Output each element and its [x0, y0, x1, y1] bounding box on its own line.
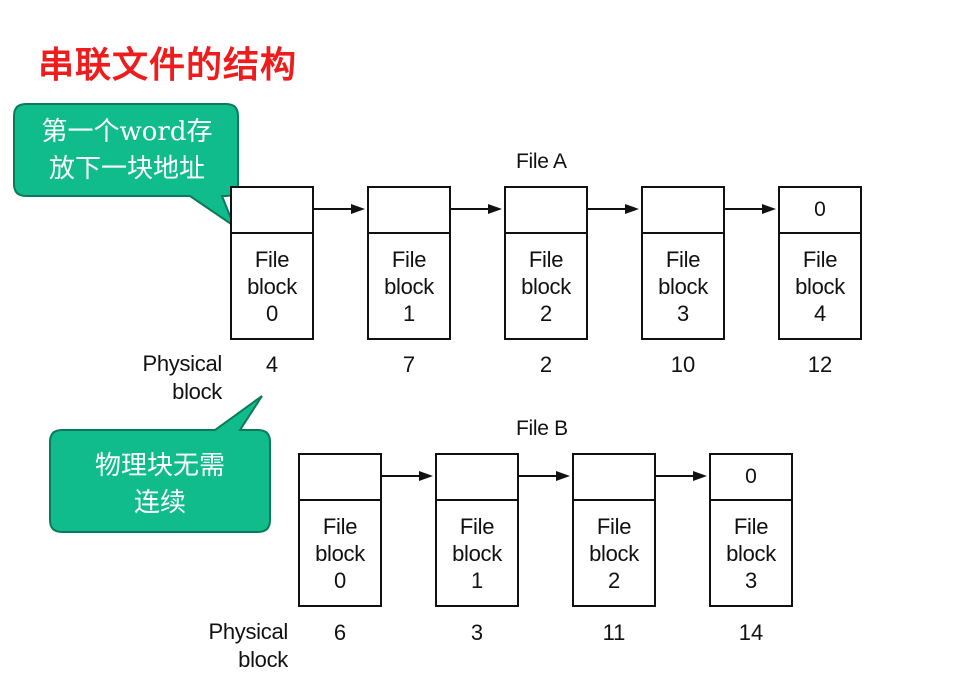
block-label: File block 1: [437, 501, 517, 605]
block-label-index: 1: [403, 300, 415, 326]
block-label-line: File: [322, 513, 358, 539]
block-label-line: block: [384, 273, 434, 299]
block-label-index: 3: [745, 567, 757, 593]
arrowhead-icon: [488, 204, 502, 214]
callout-physical: 物理块无需 连续: [54, 448, 266, 522]
arrowhead-icon: [625, 204, 639, 214]
file-b-physical-2: 11: [602, 620, 626, 645]
file-a-physical-0: 4: [265, 352, 279, 377]
file-a-block-3: File block 3: [641, 186, 725, 340]
block-label-line: block: [589, 540, 639, 566]
file-b-block-3: 0 File block 3: [709, 453, 793, 607]
file-a-physical-2: 2: [539, 352, 553, 377]
pointer-field: [643, 188, 723, 234]
block-label-line: File: [459, 513, 495, 539]
block-label-index: 1: [471, 567, 483, 593]
arrowhead-icon: [693, 471, 707, 481]
file-a-physical-label-line-2: block: [172, 379, 222, 404]
file-a-physical-label: Physical block: [118, 350, 222, 406]
block-label-line: File: [733, 513, 769, 539]
arrowhead-icon: [351, 204, 365, 214]
file-b-block-0: File block 0: [298, 453, 382, 607]
file-b-physical-1: 3: [470, 620, 484, 645]
block-label-line: block: [726, 540, 776, 566]
pointer-field: [506, 188, 586, 234]
file-a-block-2: File block 2: [504, 186, 588, 340]
file-b-physical-label: Physical block: [184, 618, 288, 674]
file-b-block-2: File block 2: [572, 453, 656, 607]
callout-first-word: 第一个word存 放下一块地址: [22, 114, 232, 188]
pointer-field: [574, 455, 654, 501]
pointer-field: [437, 455, 517, 501]
block-label: File block 0: [300, 501, 380, 605]
pointer-field: [369, 188, 449, 234]
arrowhead-icon: [762, 204, 776, 214]
block-label-line: File: [254, 246, 290, 272]
file-b-block-1: File block 1: [435, 453, 519, 607]
block-label-index: 4: [814, 300, 826, 326]
callout-physical-line-2: 连续: [133, 488, 186, 518]
block-label-index: 2: [540, 300, 552, 326]
file-b-physical-0: 6: [333, 620, 347, 645]
block-label-line: File: [528, 246, 564, 272]
file-a-physical-1: 7: [402, 352, 416, 377]
slide-title: 串联文件的结构: [38, 44, 298, 86]
block-label-line: File: [802, 246, 838, 272]
block-label-line: block: [247, 273, 297, 299]
file-a-physical-4: 12: [807, 352, 833, 377]
file-b-physical-label-line-1: Physical: [208, 619, 288, 644]
file-a-block-4: 0 File block 4: [778, 186, 862, 340]
file-a-label: File A: [516, 150, 567, 173]
block-label-index: 0: [334, 567, 346, 593]
block-label-index: 3: [677, 300, 689, 326]
block-label-line: File: [665, 246, 701, 272]
callout-first-word-line-2: 放下一块地址: [48, 154, 205, 184]
callout-first-word-bubble: [13, 103, 239, 229]
pointer-field: 0: [780, 188, 860, 234]
file-a-block-0: File block 0: [230, 186, 314, 340]
file-a-physical-label-line-1: Physical: [142, 351, 222, 376]
block-label-line: block: [452, 540, 502, 566]
callout-first-word-line-1: 第一个word存: [41, 117, 213, 147]
block-label-line: block: [795, 273, 845, 299]
block-label-line: block: [658, 273, 708, 299]
arrowhead-icon: [556, 471, 570, 481]
pointer-field: [300, 455, 380, 501]
file-b-physical-label-line-2: block: [238, 647, 288, 672]
block-label-index: 2: [608, 567, 620, 593]
block-label-line: File: [596, 513, 632, 539]
pointer-field: [232, 188, 312, 234]
block-label: File block 1: [369, 234, 449, 338]
file-a-block-1: File block 1: [367, 186, 451, 340]
file-b-physical-3: 14: [738, 620, 764, 645]
file-a-physical-3: 10: [670, 352, 696, 377]
block-label: File block 3: [711, 501, 791, 605]
block-label: File block 3: [643, 234, 723, 338]
callout-physical-line-1: 物理块无需: [94, 451, 225, 481]
block-label: File block 4: [780, 234, 860, 338]
block-label-line: block: [521, 273, 571, 299]
block-label: File block 2: [506, 234, 586, 338]
pointer-field: 0: [711, 455, 791, 501]
block-label-index: 0: [266, 300, 278, 326]
file-b-label: File B: [516, 417, 568, 440]
arrowhead-icon: [419, 471, 433, 481]
callout-physical-bubble: [49, 395, 271, 533]
block-label-line: File: [391, 246, 427, 272]
block-label: File block 0: [232, 234, 312, 338]
block-label: File block 2: [574, 501, 654, 605]
block-label-line: block: [315, 540, 365, 566]
